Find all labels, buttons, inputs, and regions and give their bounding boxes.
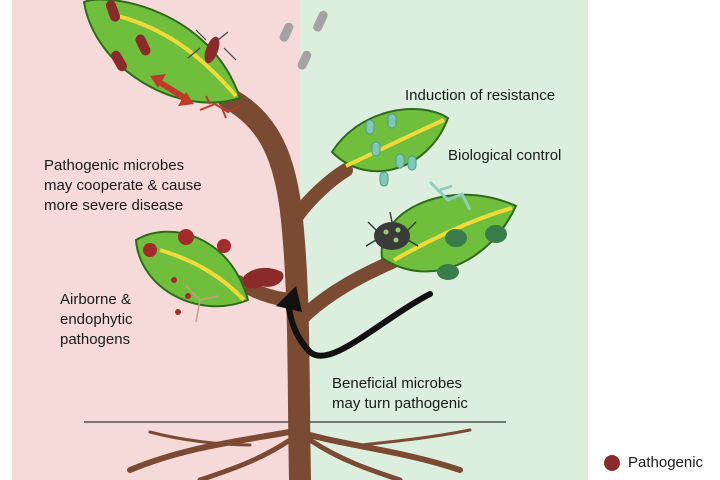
leaf-lower-right (365, 180, 518, 280)
branch-upper-right (291, 163, 353, 222)
transition-arrow (285, 291, 433, 359)
legend: Pathogenic (604, 454, 703, 471)
label-airborne: Airborne & endophytic pathogens (60, 291, 133, 348)
ladybug-icon (365, 211, 419, 250)
leaf-left (134, 229, 284, 323)
branch-lower-right (293, 255, 399, 327)
label-biocontrol: Biological control (448, 147, 562, 164)
legend-label: Pathogenic (628, 454, 704, 471)
arrow-head-icon (276, 286, 302, 312)
pathogenic-dot-icon (604, 454, 620, 471)
floating-microbes (279, 10, 328, 70)
leaf-upper-right (330, 108, 450, 187)
label-cooperate: Pathogenic microbes may cooperate & caus… (44, 157, 202, 214)
label-beneficial: Beneficial microbes may turn pathogenic (332, 375, 468, 412)
label-induction: Induction of resistance (405, 87, 556, 104)
main-stem (217, 87, 311, 480)
leaf-top-left (82, 0, 242, 119)
